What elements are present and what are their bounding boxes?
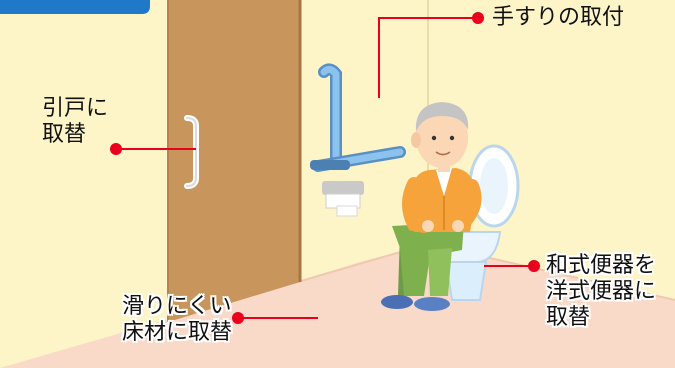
callout-handrail [378,12,484,98]
flooring-label-line-2: 床材に取替 [122,320,233,345]
flooring-label-line-1: 滑りにくい [122,294,232,319]
callout-flooring [232,312,318,324]
banner-tab [0,0,150,14]
handrail-label-text: 手すりの取付 [492,5,625,30]
callout-sliding-door [110,143,196,155]
callout-toilet [484,260,540,272]
toilet-label: 和式便器を 洋式便器に 取替 [546,253,656,331]
sliding-door-icon [167,0,302,322]
handrail-icon [310,63,406,172]
sliding-door-label-line-2: 取替 [42,122,87,147]
flooring-label: 滑りにくい 床材に取替 [122,294,232,346]
elderly-man-icon [381,102,482,311]
floor [0,244,675,368]
handrail-label: 手すりの取付 [492,5,624,31]
sliding-door-label: 引戸に 取替 [42,96,108,148]
toilet-icon [444,144,520,301]
toilet-label-line-1: 和式便器を [546,253,657,278]
toilet-label-line-2: 洋式便器に [546,279,657,304]
toilet-label-line-3: 取替 [546,305,591,330]
toilet-paper-holder-icon [322,181,364,217]
sliding-door-label-line-1: 引戸に [42,96,109,121]
